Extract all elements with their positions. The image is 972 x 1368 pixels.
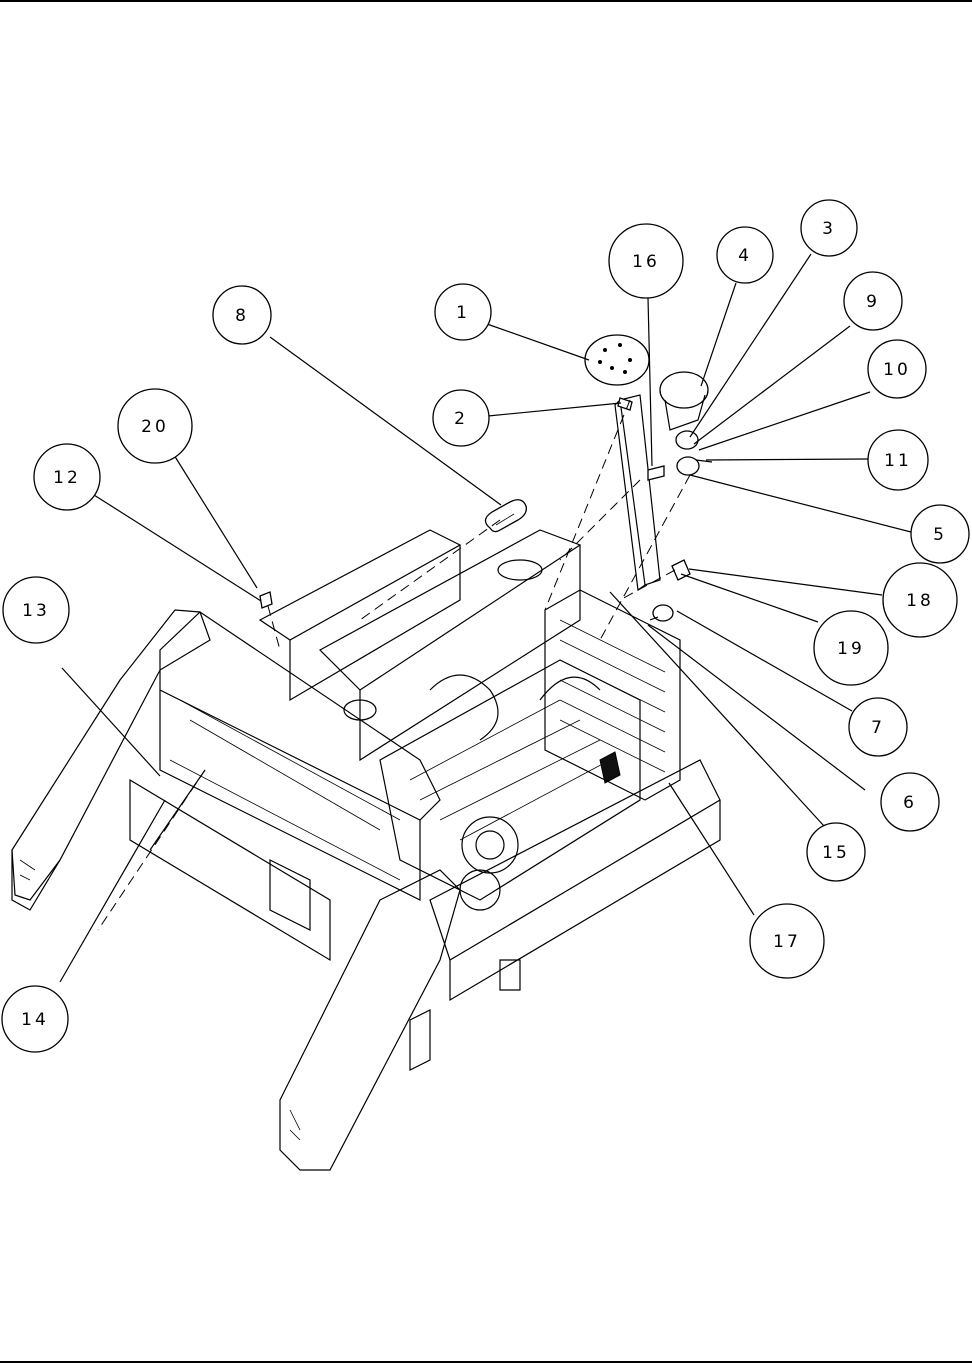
- callout-14-label: 14: [21, 1010, 49, 1030]
- part-5-clamp: [677, 457, 699, 475]
- callout-19-label: 19: [837, 639, 865, 659]
- callout-2: 2: [433, 390, 489, 446]
- callout-6: 6: [881, 773, 939, 831]
- callout-11-label: 11: [884, 451, 912, 471]
- callout-10: 10: [868, 340, 926, 398]
- callout-5-label: 5: [933, 525, 947, 545]
- part-4-filter-element: [660, 372, 708, 408]
- part-3-clamp: [676, 431, 698, 449]
- callout-12: 12: [34, 444, 100, 510]
- callout-20: 20: [118, 389, 192, 463]
- callout-3: 3: [801, 200, 857, 256]
- callout-16: 16: [609, 224, 683, 298]
- callout-13: 13: [3, 577, 69, 643]
- callout-20-label: 20: [141, 417, 169, 437]
- callout-18: 18: [883, 563, 957, 637]
- callout-16-label: 16: [632, 252, 660, 272]
- part-12-clip: [260, 592, 272, 608]
- callout-17: 17: [750, 904, 824, 978]
- callout-11: 11: [868, 430, 928, 490]
- callout-8: 8: [213, 286, 271, 344]
- part-8-gasket: [485, 500, 526, 532]
- callout-12-label: 12: [53, 468, 81, 488]
- callout-15: 15: [807, 823, 865, 881]
- part-1-air-cleaner-cap: [585, 335, 649, 385]
- callout-10-label: 10: [883, 360, 911, 380]
- machine-frame-drawing: [12, 395, 720, 1170]
- part-13-rod: [150, 770, 205, 850]
- callout-19: 19: [814, 611, 888, 685]
- callout-7-label: 7: [871, 718, 885, 738]
- callout-1-label: 1: [456, 303, 470, 323]
- callout-2-label: 2: [454, 409, 468, 429]
- callout-4: 4: [717, 227, 773, 283]
- callout-8-label: 8: [235, 306, 249, 326]
- callout-14: 14: [2, 986, 68, 1052]
- callout-1: 1: [435, 284, 491, 340]
- callout-7: 7: [849, 698, 907, 756]
- callout-17-label: 17: [773, 932, 801, 952]
- callout-9: 9: [844, 272, 902, 330]
- callout-6-label: 6: [903, 793, 917, 813]
- callout-3-label: 3: [822, 219, 836, 239]
- callout-9-label: 9: [866, 292, 880, 312]
- part-16-fastener: [648, 466, 664, 480]
- callout-13-label: 13: [22, 601, 50, 621]
- callout-5: 5: [911, 505, 969, 563]
- callout-18-label: 18: [906, 591, 934, 611]
- part-2-bracket: [618, 398, 632, 410]
- part-7-sensor: [653, 605, 673, 621]
- callout-4-label: 4: [738, 246, 752, 266]
- callout-15-label: 15: [822, 843, 850, 863]
